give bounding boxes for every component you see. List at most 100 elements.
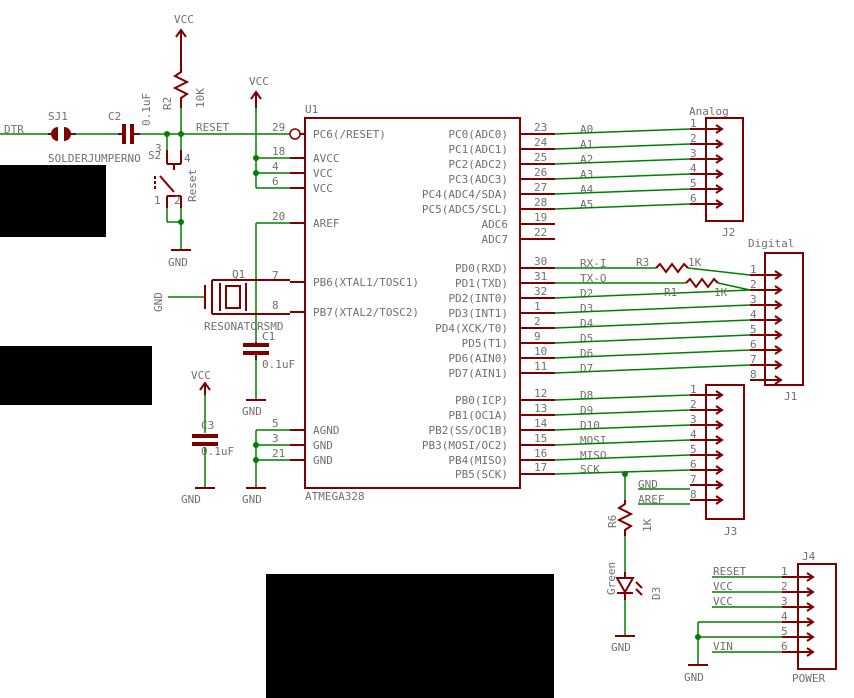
- connector-pin-arrow: [715, 465, 724, 475]
- switch-s2: S2 Reset 4 3 1 2: [148, 134, 199, 208]
- connector-pin-arrow: [806, 632, 815, 642]
- u1-pin-number: 20: [272, 210, 285, 223]
- u1-pin-name: PB2(SS/OC1B): [429, 424, 508, 437]
- resistor-r2: R2 10K: [161, 62, 207, 110]
- led-d3: Green D3: [605, 562, 663, 600]
- u1-pin-name: PB6(XTAL1/TOSC1): [313, 276, 419, 289]
- u1-pin-number: 2: [534, 315, 541, 328]
- u1-pin-name: VCC: [313, 182, 333, 195]
- net-label: D6: [580, 347, 593, 360]
- wire: [554, 188, 691, 195]
- connector-pin-arrow: [715, 390, 724, 400]
- j3-gnd-net: GND: [638, 478, 658, 491]
- connector-pin-number: 1: [690, 383, 697, 396]
- connector-pin-arrow: [774, 375, 783, 385]
- connector-pin-arrow: [715, 199, 724, 209]
- u1-pin-name: PC4(ADC4/SDA): [422, 188, 508, 201]
- connector-pin-arrow: [774, 270, 783, 280]
- u1-pin-number: 10: [534, 345, 547, 358]
- vcc-label: VCC: [191, 369, 211, 382]
- u1-label: U1: [305, 103, 318, 116]
- reset-net-label: RESET: [196, 121, 229, 134]
- u1-pin-name: AGND: [313, 424, 340, 437]
- c1-label: C1: [262, 330, 275, 343]
- resistor-r3: R3 1K: [636, 256, 702, 274]
- resonator-q1: GND Q1 RESONATORSMD: [152, 268, 290, 333]
- u1-pin-number: 3: [272, 432, 279, 445]
- connector-pin-number: 4: [690, 428, 697, 441]
- gnd-symbol-c3: GND: [181, 487, 215, 506]
- connector-pin-number: 2: [690, 132, 697, 145]
- net-label: D5: [580, 332, 593, 345]
- u1-pin-number: 21: [272, 447, 285, 460]
- u1-pin-number: 22: [534, 226, 547, 239]
- c3-value: 0.1uF: [201, 445, 234, 458]
- connector-pin-number: 3: [690, 413, 697, 426]
- connector-pin-arrow: [806, 602, 815, 612]
- net-label: RESET: [713, 565, 746, 578]
- u1-pin-number: 25: [534, 151, 547, 164]
- u1-pin-name: PD1(TXD): [455, 277, 508, 290]
- connector-pin-number: 5: [781, 625, 788, 638]
- u1-pin-name: PB7(XTAL2/TOSC2): [313, 306, 419, 319]
- solder-jumper-sj1: SJ1 SOLDERJUMPERNO: [48, 110, 141, 165]
- vcc-symbol-u1: VCC: [249, 75, 269, 108]
- j2-label: J2: [722, 226, 735, 239]
- connector-pin-number: 3: [690, 147, 697, 160]
- u1-pin-name: PB5(SCK): [455, 468, 508, 481]
- u1-pin-name: PB4(MISO): [448, 454, 508, 467]
- gnd-label: GND: [181, 493, 201, 506]
- connector-pin-arrow: [715, 450, 724, 460]
- wire: [554, 364, 751, 374]
- connector-pin-arrow: [715, 184, 724, 194]
- wire: [554, 334, 751, 344]
- u1-pin-name: PC1(ADC1): [448, 143, 508, 156]
- dtr-label: DTR: [4, 123, 24, 136]
- u1-pin-name: PB0(ICP): [455, 394, 508, 407]
- wire: [554, 203, 691, 210]
- net-label: A3: [580, 168, 593, 181]
- connector-pin-arrow: [715, 124, 724, 134]
- wire: [554, 454, 691, 461]
- r2-value: 10K: [194, 88, 207, 108]
- connector-pin-arrow: [806, 647, 815, 657]
- connector-pin-arrow: [715, 139, 724, 149]
- gnd-label: GND: [152, 292, 165, 312]
- net-label: MISO: [580, 449, 607, 462]
- vcc-label: VCC: [249, 75, 269, 88]
- u1-pin-number: 16: [534, 447, 547, 460]
- connector-pin-arrow: [715, 480, 724, 490]
- net-label: A2: [580, 153, 593, 166]
- connector-pin-arrow: [715, 154, 724, 164]
- j4-label: J4: [802, 550, 816, 563]
- connector-pin-arrow: [806, 572, 815, 582]
- u1-pin-name: ADC6: [482, 218, 509, 231]
- sj1-label: SJ1: [48, 110, 68, 123]
- connector-pin-number: 8: [690, 488, 697, 501]
- redaction-box: [266, 574, 554, 698]
- net-label: D9: [580, 404, 593, 417]
- connector-j3: J3: [705, 384, 745, 538]
- r3-value: 1K: [688, 256, 702, 269]
- u1-pin-number: 29: [272, 121, 285, 134]
- u1-pin-name: PB1(OC1A): [448, 409, 508, 422]
- gnd-label: GND: [611, 641, 631, 654]
- u1-pin-name: VCC: [313, 167, 333, 180]
- u1-value: ATMEGA328: [305, 490, 365, 503]
- wire: [554, 439, 691, 446]
- q1-value: RESONATORSMD: [204, 320, 283, 333]
- net-label: A0: [580, 123, 593, 136]
- u1-pin-name: PD0(RXD): [455, 262, 508, 275]
- u1-pin-number: 17: [534, 461, 547, 474]
- u1-pin-name: PC6(/RESET): [313, 128, 386, 141]
- j1-title: Digital: [748, 237, 794, 250]
- connector-pin-number: 6: [750, 338, 757, 351]
- connector-pin-arrow: [806, 587, 815, 597]
- u1-pin-name: PB3(MOSI/OC2): [422, 439, 508, 452]
- u1-pin-name: PD4(XCK/T0): [435, 322, 508, 335]
- u1-pin-number: 11: [534, 360, 547, 373]
- q1-label: Q1: [232, 268, 245, 281]
- gnd-label: GND: [242, 493, 262, 506]
